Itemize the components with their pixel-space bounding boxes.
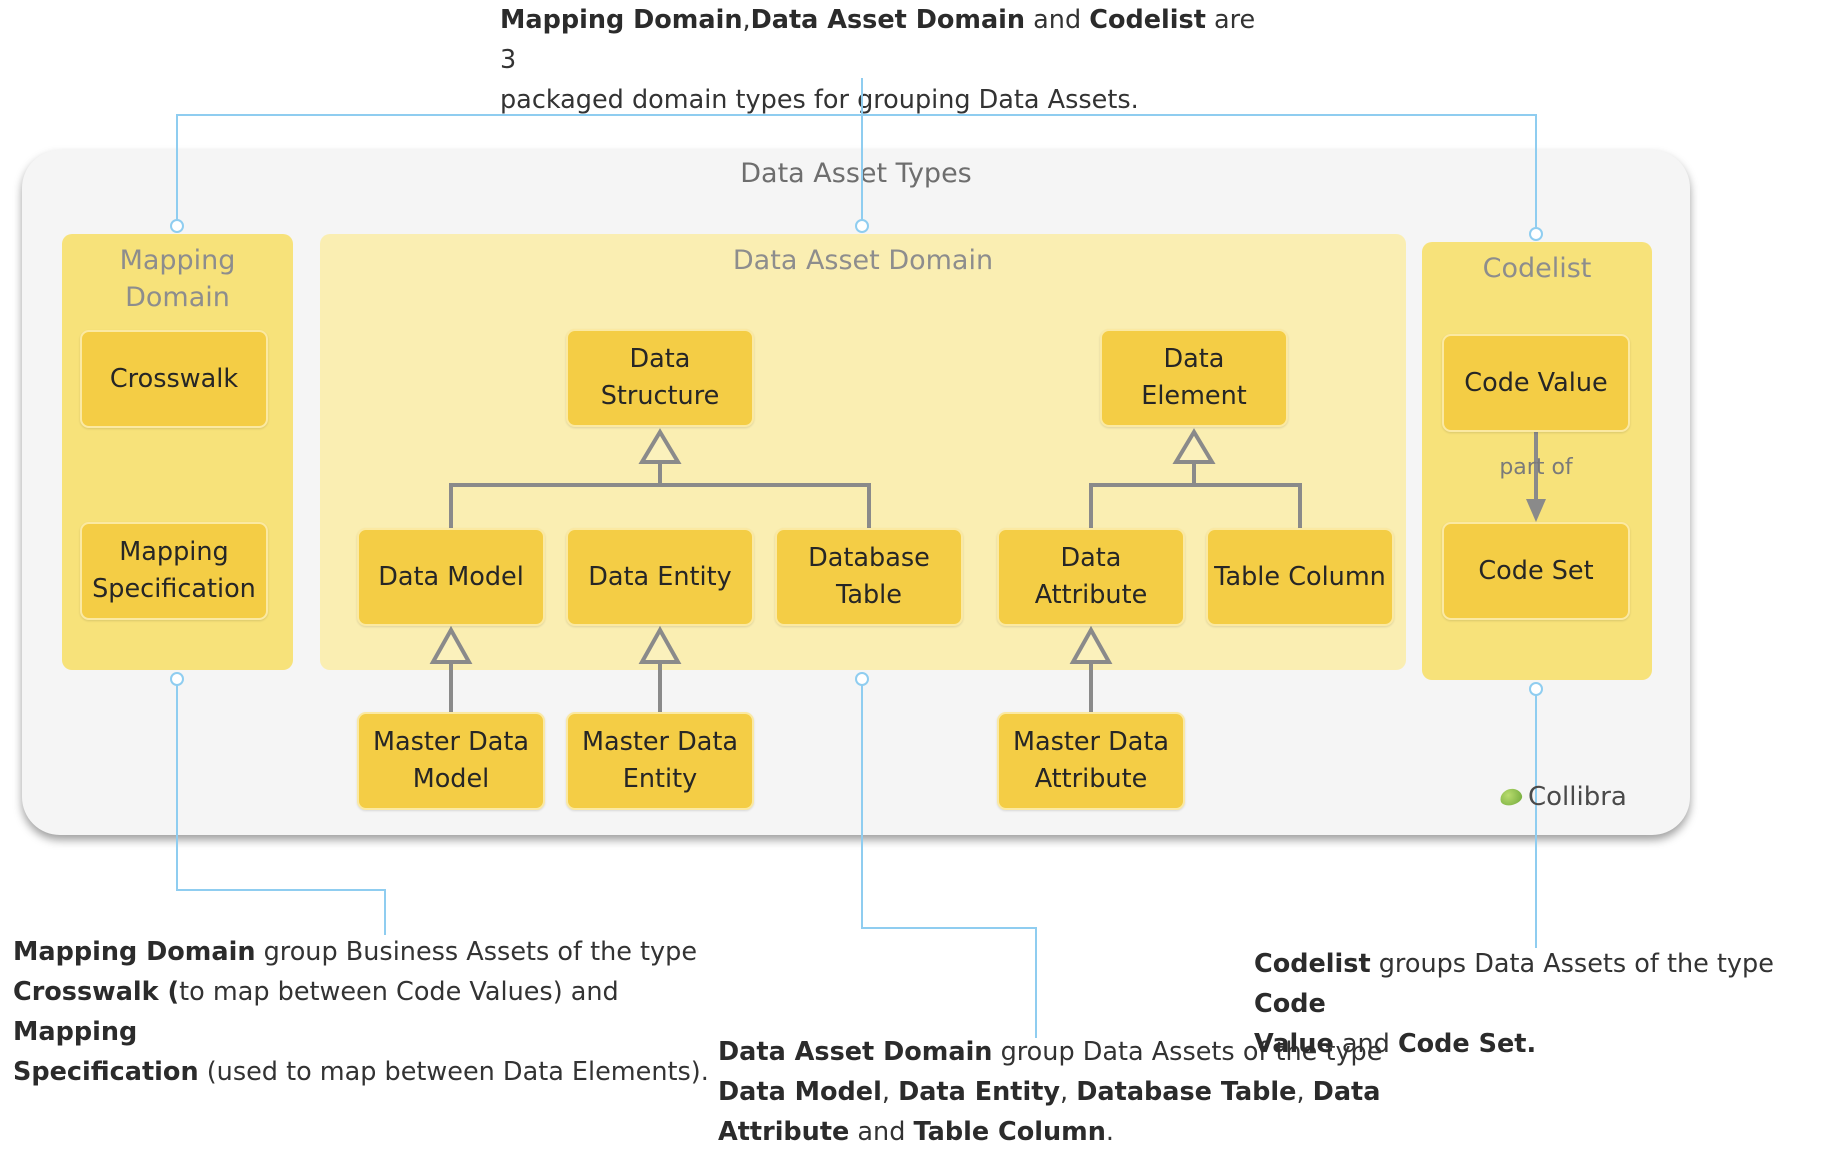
part-of-label: part of	[1499, 455, 1573, 480]
mapping-domain-label: Mapping Domain	[119, 245, 236, 313]
inherit-arrowhead-data-structure	[638, 428, 682, 464]
panel-title: Data Asset Types	[740, 158, 972, 189]
connector-dot-mapping-bottom	[170, 672, 184, 686]
connector-mapping-note	[176, 680, 386, 935]
code-set-box: Code Set	[1442, 522, 1630, 620]
inherit-line-data-element	[1089, 462, 1302, 530]
codelist-annotation: Codelist groups Data Assets of the type …	[1254, 949, 1774, 1059]
collibra-logo: Collibra	[1498, 782, 1627, 812]
codelist-domain-label: Codelist	[1482, 253, 1592, 284]
connector-top-bracket	[176, 114, 1537, 232]
inherit-arrowhead-master-model	[429, 625, 473, 664]
inherit-arrowhead-master-entity	[638, 625, 682, 664]
collibra-logo-icon	[1498, 786, 1524, 808]
mapping-domain-annotation: Mapping Domain group Business Assets of …	[13, 937, 709, 1087]
data-attribute-box: Data Attribute	[997, 528, 1185, 626]
connector-data-asset-note	[861, 680, 1037, 1038]
table-column-box: Table Column	[1206, 528, 1394, 626]
data-element-box: Data Element	[1100, 329, 1288, 427]
connector-dot-mapping-top	[170, 219, 184, 233]
connector-dot-data-asset-bottom	[855, 672, 869, 686]
inherit-line-data-structure	[449, 462, 871, 530]
connector-dot-data-asset-top	[855, 219, 869, 233]
data-asset-domain-annotation: Data Asset Domain group Data Assets of t…	[718, 1037, 1383, 1147]
data-model-box: Data Model	[357, 528, 545, 626]
top-annotation-line2: packaged domain types for grouping Data …	[500, 85, 1139, 115]
connector-dot-codelist-bottom	[1529, 682, 1543, 696]
inherit-arrowhead-master-attribute	[1069, 625, 1113, 664]
data-asset-domain-label: Data Asset Domain	[732, 245, 994, 276]
crosswalk-box: Crosswalk	[80, 330, 268, 428]
code-value-box: Code Value	[1442, 334, 1630, 432]
relation-arrowhead-part-of	[1526, 499, 1546, 522]
top-annotation: Mapping Domain,Data Asset Domain and Cod…	[500, 0, 1260, 120]
data-entity-box: Data Entity	[566, 528, 754, 626]
inherit-arrowhead-data-element	[1172, 428, 1216, 464]
top-annotation-line1: Mapping Domain,Data Asset Domain and Cod…	[500, 5, 1256, 75]
connector-dot-codelist-top	[1529, 227, 1543, 241]
